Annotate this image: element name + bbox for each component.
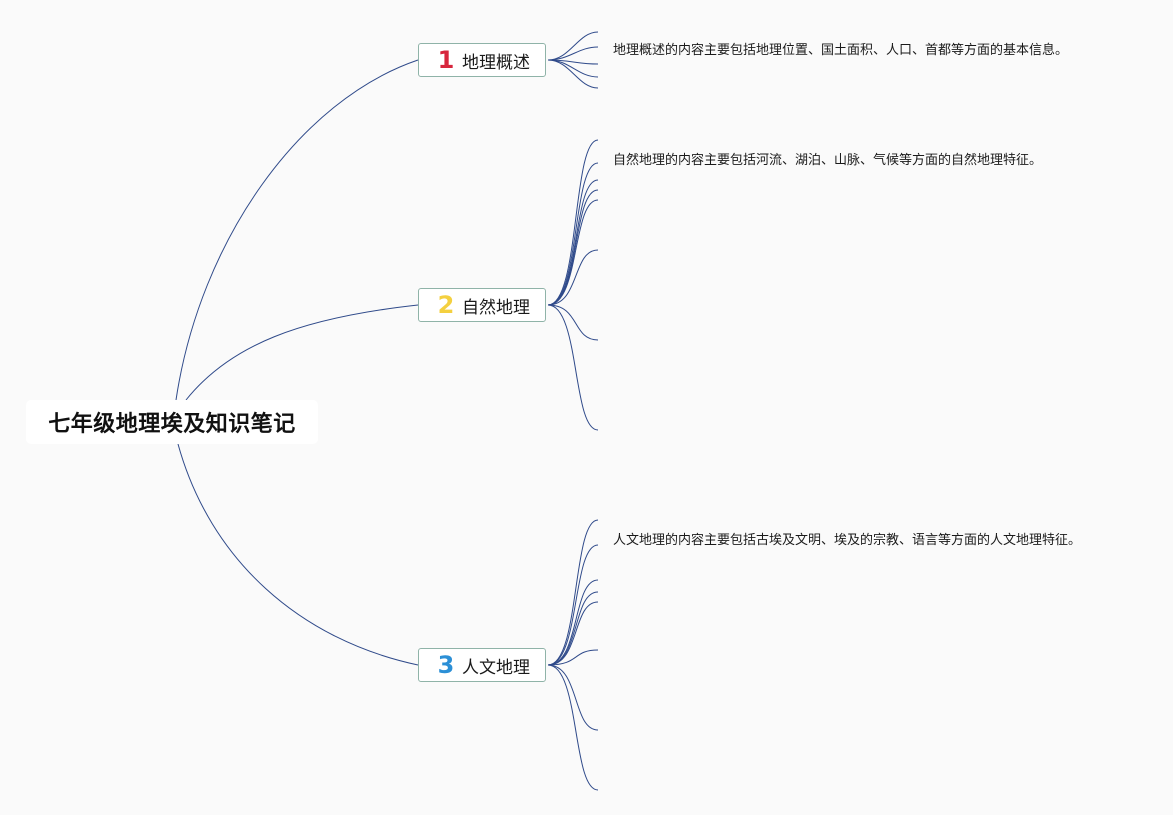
connector-branch-3-child <box>547 664 599 791</box>
connector-branch-2-child <box>547 189 599 306</box>
number-1-icon: 1 <box>437 46 455 74</box>
number-3-icon: 3 <box>437 651 455 679</box>
root-topic-title: 七年级地理埃及知识笔记 <box>48 412 296 437</box>
branch-topic-physical-geography[interactable]: 2 自然地理 <box>418 288 546 322</box>
branch-label: 地理概述 <box>462 52 530 73</box>
branch-topic-human-geography[interactable]: 3 人文地理 <box>418 648 546 682</box>
connector-branch-1-child <box>547 46 599 61</box>
connector-root-branch-2 <box>185 304 419 401</box>
connector-branch-1-child <box>547 31 599 61</box>
description-geography-overview[interactable]: 地理概述的内容主要包括地理位置、国土面积、人口、首都等方面的基本信息。 <box>613 43 1069 58</box>
connector-branch-2-child <box>547 199 599 306</box>
branch-topic-geography-overview[interactable]: 1 地理概述 <box>418 43 546 77</box>
root-topic[interactable]: 七年级地理埃及知识笔记 <box>26 400 318 444</box>
connector-branch-2-child <box>547 304 599 341</box>
connector-branch-3-child <box>547 649 599 666</box>
connector-root-branch-1 <box>175 59 419 401</box>
branch-label: 人文地理 <box>462 657 530 678</box>
connector-branch-2-child <box>547 139 599 306</box>
connector-branch-2-child <box>547 304 599 431</box>
connector-branch-2-child <box>547 249 599 306</box>
connector-branch-2-child <box>547 162 599 306</box>
connector-branch-3-child <box>547 519 599 666</box>
connector-branch-1-child <box>547 59 599 78</box>
connector-branch-3-child <box>547 579 599 666</box>
description-physical-geography[interactable]: 自然地理的内容主要包括河流、湖泊、山脉、气候等方面的自然地理特征。 <box>613 153 1043 168</box>
connector-branch-2-child <box>547 179 599 306</box>
branch-label: 自然地理 <box>462 297 530 318</box>
description-human-geography[interactable]: 人文地理的内容主要包括古埃及文明、埃及的宗教、语言等方面的人文地理特征。 <box>613 533 1082 548</box>
connector-root-branch-3 <box>177 443 419 666</box>
number-2-icon: 2 <box>437 291 455 319</box>
connector-branch-3-child <box>547 664 599 731</box>
connector-branch-3-child <box>547 591 599 666</box>
connector-branch-3-child <box>547 601 599 666</box>
connector-branch-1-child <box>547 59 599 89</box>
connector-branch-3-child <box>547 544 599 666</box>
